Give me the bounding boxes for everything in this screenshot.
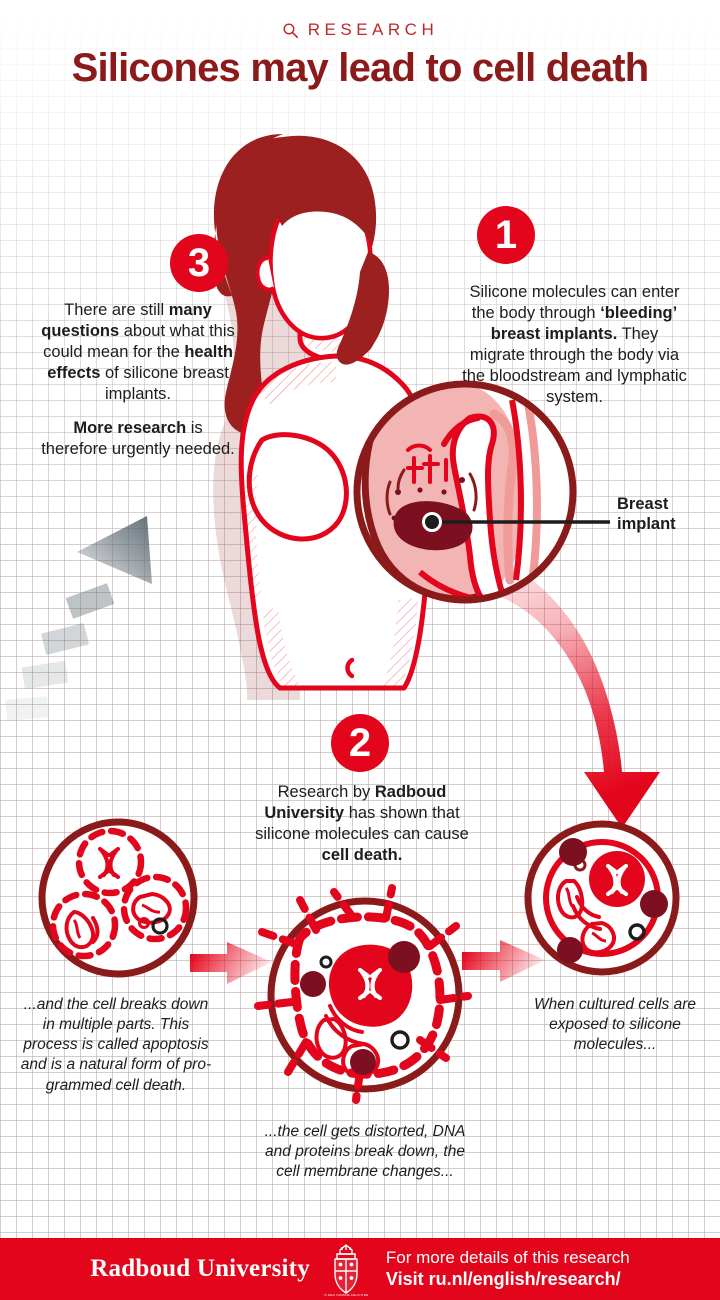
cell-arrow-left — [190, 942, 272, 984]
magnifying-glass-icon — [282, 22, 299, 39]
flow-arrow-down — [480, 556, 660, 828]
header: RESEARCH Silicones may lead to cell deat… — [0, 0, 720, 91]
cell-distorted-caption: ...the cell gets distorted, DNA and prot… — [264, 1123, 466, 1181]
footer-brand: Radboud University — [90, 1255, 310, 1282]
footer-bar: Radboud University IN DEO NOMINE FELICIT… — [0, 1238, 720, 1300]
breast-implant-magnifier — [353, 380, 577, 604]
footer-url[interactable]: Visit ru.nl/english/research/ — [385, 1269, 621, 1290]
footer-detail-text: For more details of this research — [385, 1247, 630, 1267]
step-3-text: There are still many questions about wha… — [41, 301, 235, 458]
cell-apoptosis-caption: ...and the cell breaks down in multiple … — [20, 996, 212, 1094]
cell-distorted-illustration — [254, 884, 472, 1104]
cell-exposed-caption: When cultured cells are exposed to silic… — [534, 996, 696, 1054]
footer-links: For more details of this research Visit … — [368, 1247, 630, 1292]
callout-leader — [422, 512, 610, 532]
step-badge-2: 2 — [331, 714, 389, 772]
step-badge-3: 3 — [170, 234, 228, 292]
step-1-text: Silicone molecules can enter the body th… — [462, 283, 687, 406]
svg-text:IN DEO NOMINE FELICITER: IN DEO NOMINE FELICITER — [324, 1293, 368, 1297]
breast-implant-callout-label: Breast implant — [617, 495, 676, 534]
step-2-text: Research by Radboud University has shown… — [255, 783, 469, 864]
female-torso-illustration — [213, 134, 432, 691]
cell-exposed-illustration — [524, 820, 680, 976]
eyebrow-label: RESEARCH — [307, 20, 439, 39]
eyebrow: RESEARCH — [0, 20, 720, 40]
radboud-crest-icon: IN DEO NOMINE FELICITER — [324, 1244, 368, 1297]
cell-arrow-right — [462, 940, 545, 982]
page-title: Silicones may lead to cell death — [71, 46, 650, 90]
flow-arrow-gray — [5, 516, 152, 721]
step-badge-1: 1 — [477, 206, 535, 264]
cell-apoptosis-illustration — [38, 818, 198, 978]
